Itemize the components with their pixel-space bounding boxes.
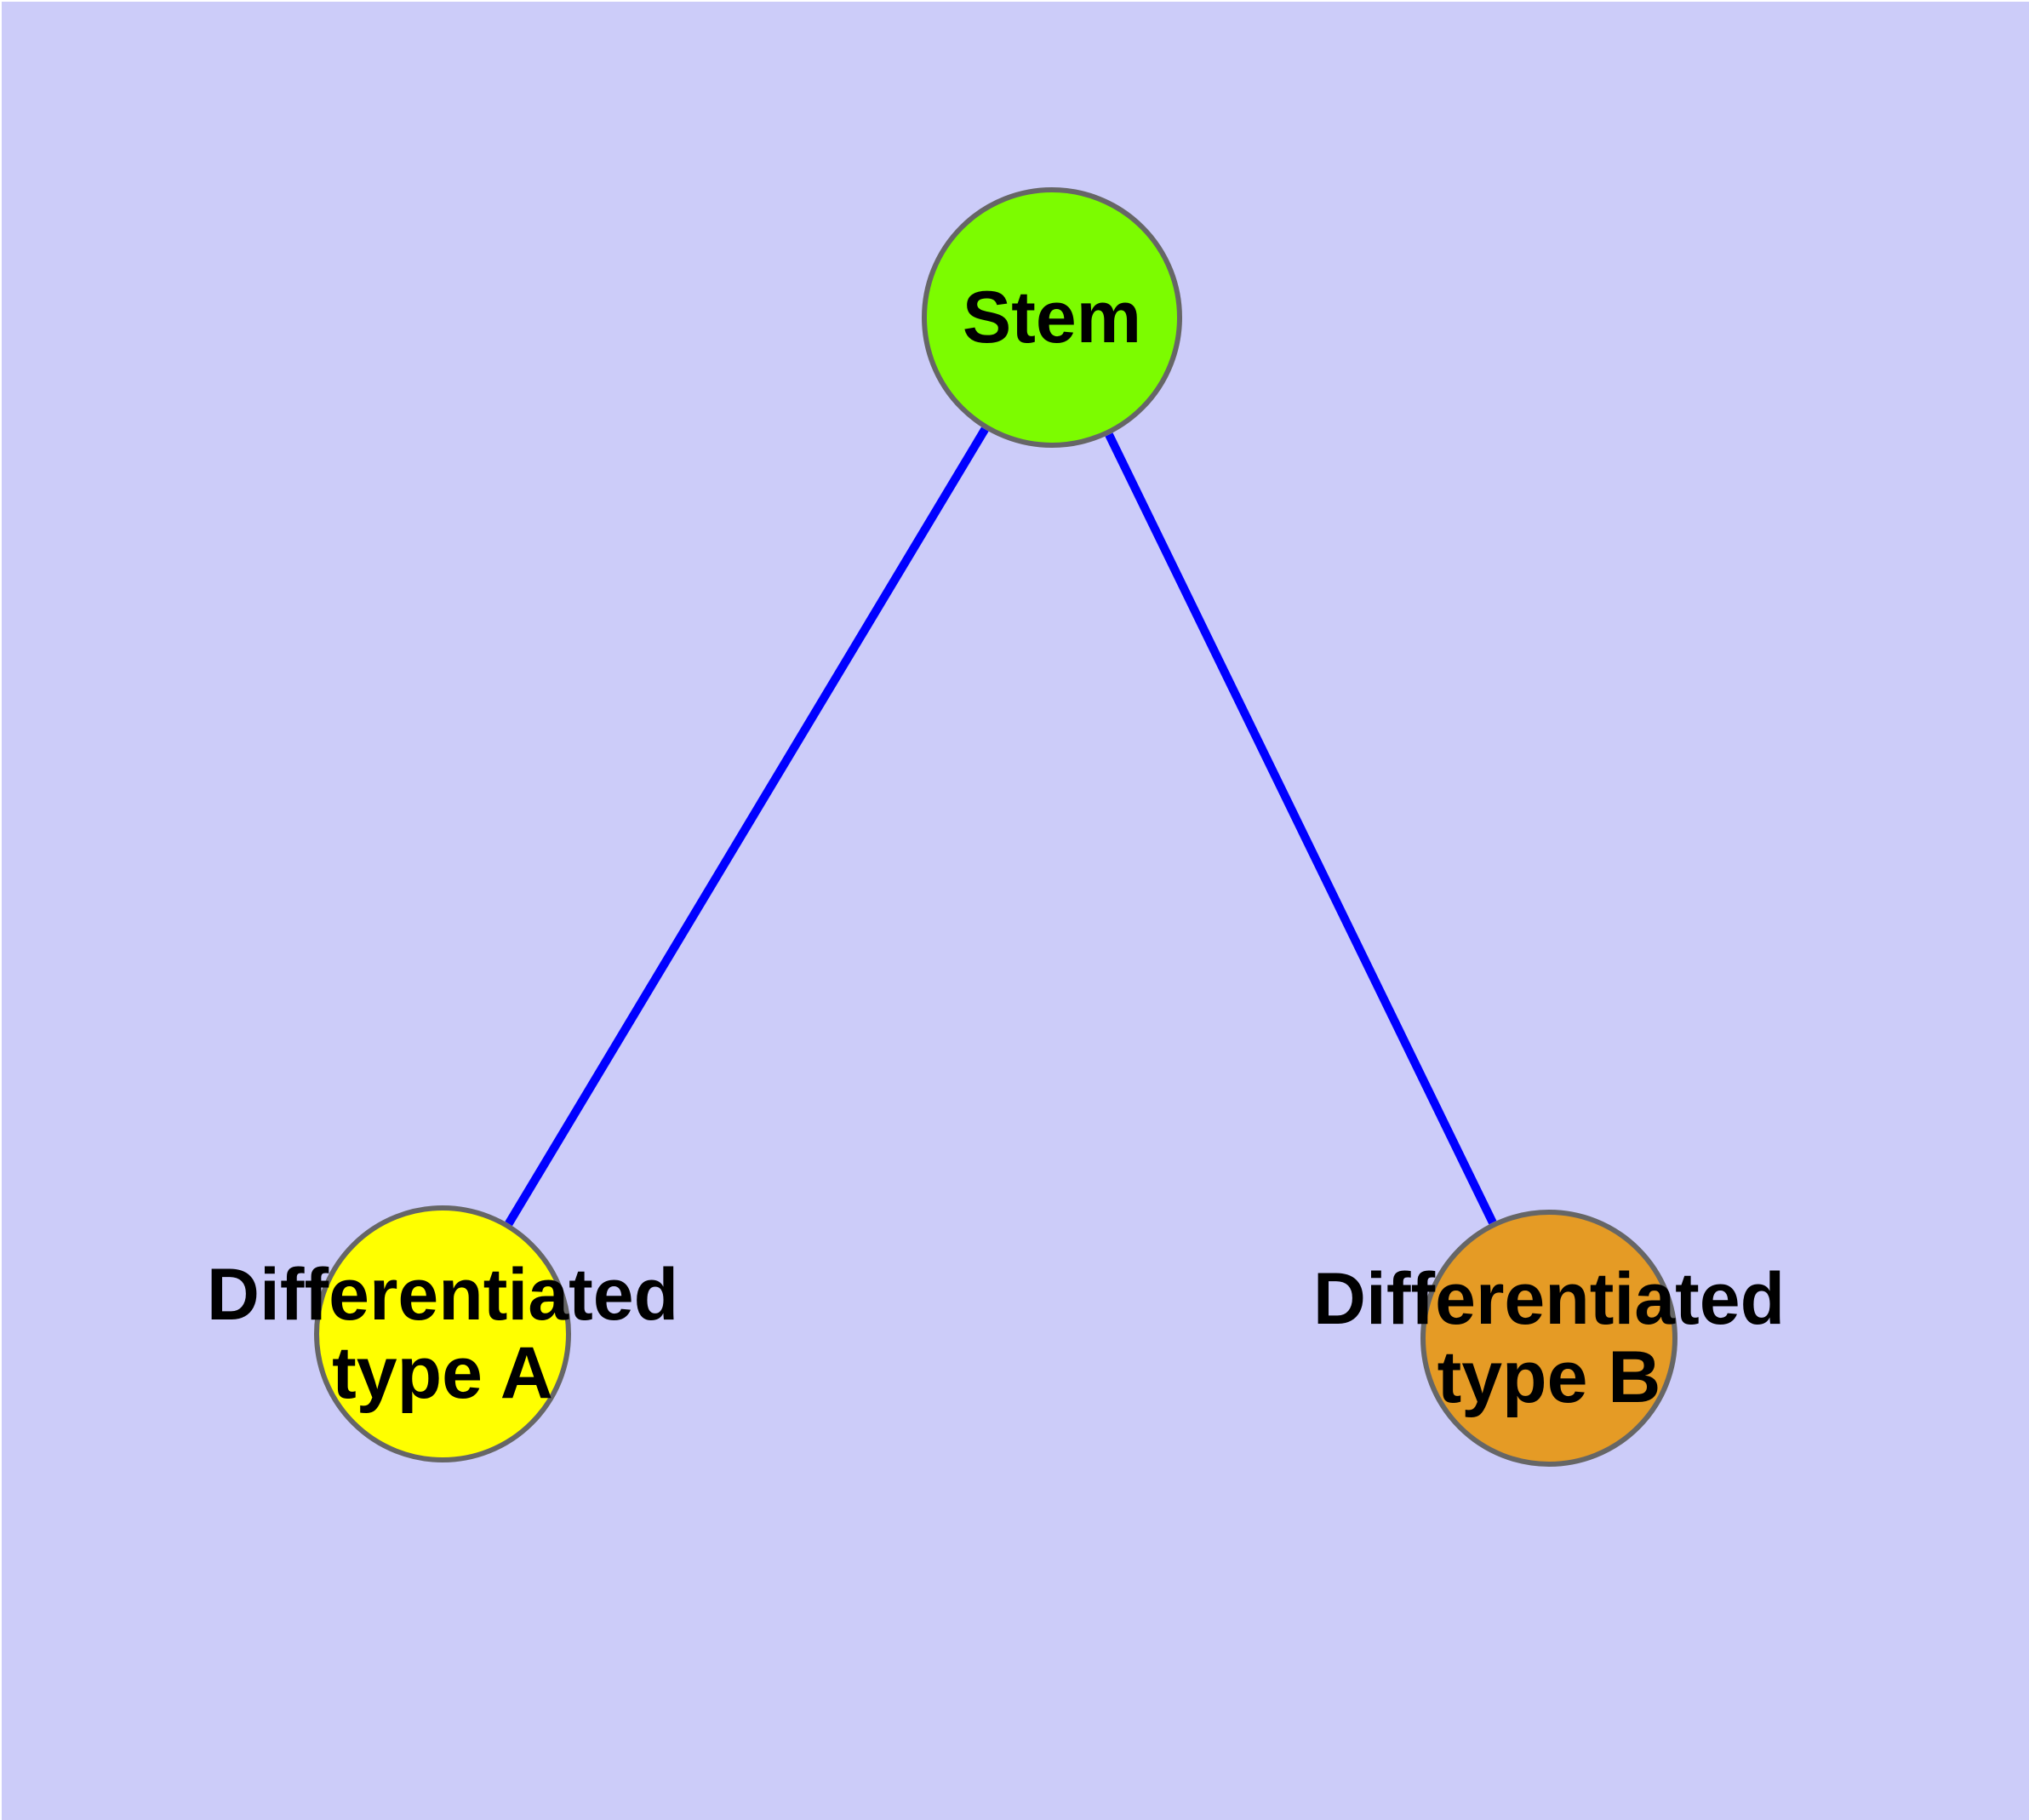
graph-node-stem[interactable]: [922, 187, 1182, 448]
graph-node-label-line: Differentiated: [1313, 1258, 1785, 1340]
graph-node-diff_a[interactable]: [314, 1205, 571, 1462]
graph-node-label-line: Differentiated: [207, 1254, 678, 1336]
graph-node-diff_b[interactable]: [1420, 1210, 1677, 1467]
node-layer: [314, 187, 1677, 1467]
graph-node-label-stem: Stem: [963, 277, 1141, 358]
graph-node-label-line: type B: [1437, 1336, 1661, 1418]
graph-node-label-line: type A: [332, 1332, 553, 1414]
graph-edge-stem-diff_a: [505, 426, 989, 1227]
edge-layer: [505, 426, 1497, 1227]
graph-edge-stem-diff_b: [1105, 432, 1497, 1225]
graph-node-label-line: Stem: [963, 277, 1141, 358]
